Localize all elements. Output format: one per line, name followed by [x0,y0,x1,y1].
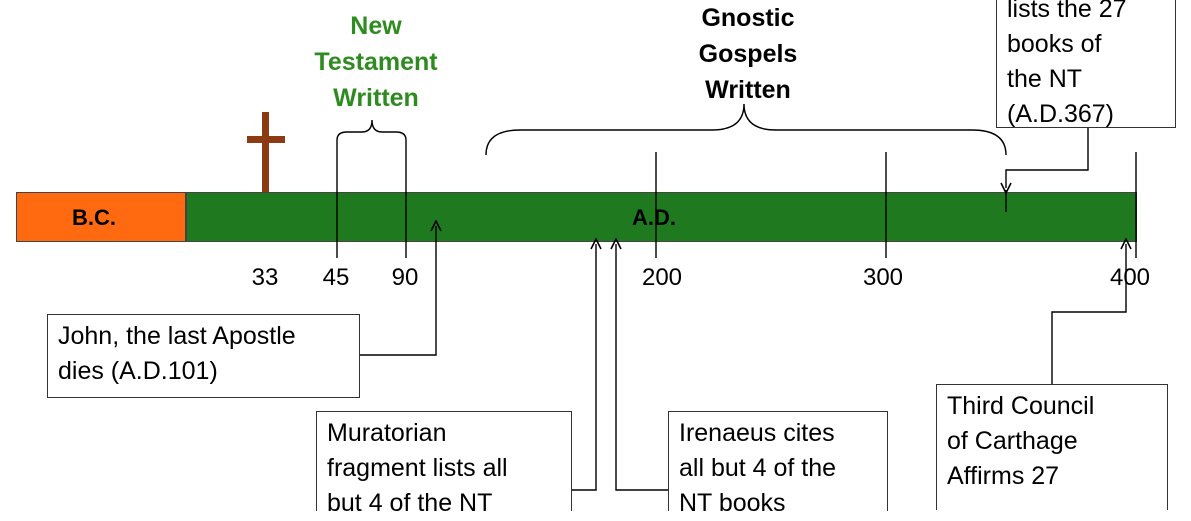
ad-segment [186,192,1137,242]
gnostic-line-1: Gnostic [701,4,795,32]
muratorian-line-3: but 4 of the NT [327,489,493,517]
tick-label-300: 300 [862,264,904,291]
timeline-lines [247,103,1137,491]
tick-label-400: 400 [1109,264,1151,291]
gnostic-bracket [485,103,1007,156]
athanasius-line-1: lists the 27 [1007,0,1127,23]
irenaeus-line-1: Irenaeus cites [679,419,835,447]
timeline-diagram: B.C. A.D. [16,0,1176,517]
irenaeus-connector [616,244,668,491]
muratorian-box: Muratorian fragment lists all but 4 of t… [316,411,572,517]
new-testament-label: New Testament Written [276,8,476,116]
nt-line-3: Written [333,84,419,112]
tick-label-33: 33 [251,264,279,291]
gnostic-gospels-label: Gnostic Gospels Written [648,0,848,108]
tick-label-90: 90 [391,264,419,291]
athanasius-line-4: (A.D.367) [1007,100,1114,128]
athanasius-line-3: the NT [1007,65,1083,93]
john-line-1: John, the last Apostle [58,322,296,350]
gnostic-line-2: Gospels [698,40,798,68]
nt-line-1: New [350,12,402,40]
irenaeus-box: Irenaeus cites all but 4 of the NT books [668,411,888,517]
carthage-line-2: of Carthage [947,427,1078,455]
john-line-2: dies (A.D.101) [58,357,218,385]
gnostic-line-3: Written [705,76,791,104]
athanasius-connector [1006,128,1089,188]
new-testament-bracket [336,119,407,141]
nt-line-2: Testament [314,48,438,76]
irenaeus-line-3: NT books [679,489,786,517]
tick-label-200: 200 [641,264,683,291]
bc-segment [16,192,186,242]
muratorian-line-1: Muratorian [327,419,447,447]
tick-label-45: 45 [322,264,350,291]
carthage-connector [1051,244,1126,384]
ad-label: A.D. [632,205,676,230]
john-connector [360,226,436,356]
carthage-box: Third Council of Carthage Affirms 27 [936,384,1168,510]
athanasius-box: lists the 27 books of the NT (A.D.367) [996,0,1176,128]
muratorian-line-2: fragment lists all [327,454,508,482]
irenaeus-line-2: all but 4 of the [679,454,837,482]
bc-label: B.C. [72,205,116,230]
carthage-line-3: Affirms 27 [947,462,1060,490]
john-box: John, the last Apostle dies (A.D.101) [47,314,360,398]
cross-icon [247,112,285,192]
carthage-line-1: Third Council [947,392,1095,420]
muratorian-connector [572,244,596,491]
athanasius-line-2: books of [1007,30,1102,58]
